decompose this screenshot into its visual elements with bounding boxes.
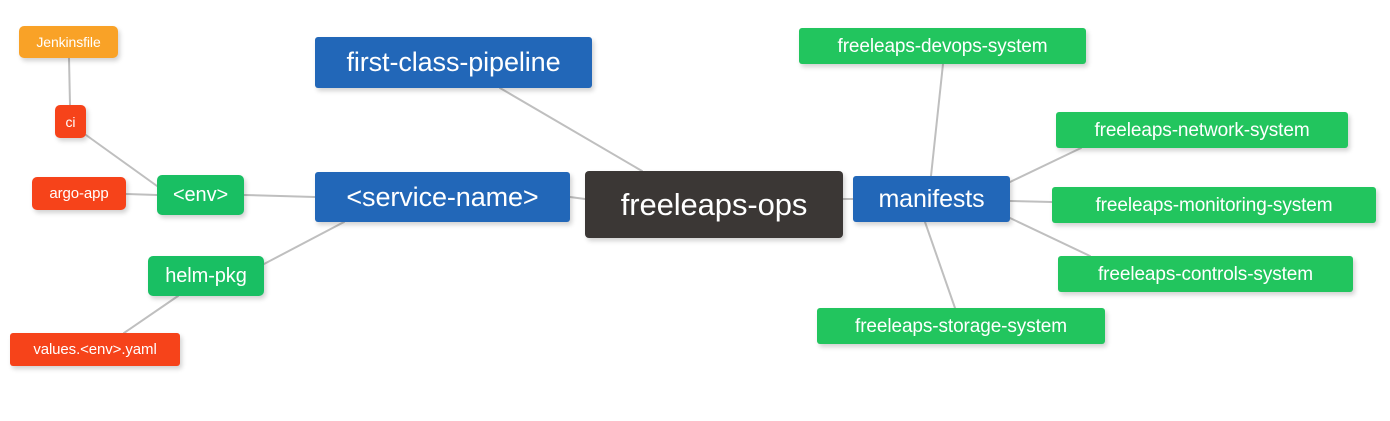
edge-argo-app-to-env (125, 193, 158, 196)
node-label: manifests (878, 184, 985, 213)
edge-manifests-to-freeleaps-devops-system (930, 63, 944, 177)
edge-manifests-to-freeleaps-monitoring-system (1009, 200, 1053, 203)
node-label: first-class-pipeline (346, 47, 561, 77)
node-label: ci (65, 113, 76, 130)
node-label: freeleaps-controls-system (1097, 263, 1314, 285)
mindmap-node-helm-pkg[interactable]: helm-pkg (148, 256, 264, 296)
node-label: freeleaps-monitoring-system (1095, 194, 1333, 216)
node-label: Jenkinsfile (36, 34, 101, 50)
mindmap-node-freeleaps-monitoring-system[interactable]: freeleaps-monitoring-system (1052, 187, 1376, 223)
node-label: argo-app (49, 185, 109, 202)
node-label: <service-name> (346, 181, 539, 212)
mindmap-node-manifests[interactable]: manifests (853, 176, 1010, 222)
edge-service-name-to-freeleaps-ops (569, 196, 586, 200)
mindmap-node-jenkinsfile[interactable]: Jenkinsfile (19, 26, 118, 58)
node-label: freeleaps-network-system (1094, 119, 1310, 141)
edge-manifests-to-freeleaps-network-system (1009, 147, 1082, 183)
mindmap-node-first-class-pipeline[interactable]: first-class-pipeline (315, 37, 592, 88)
node-label: values.<env>.yaml (33, 341, 157, 358)
mindmap-node-freeleaps-network-system[interactable]: freeleaps-network-system (1056, 112, 1348, 148)
mindmap-node-argo-app[interactable]: argo-app (32, 177, 126, 210)
node-label: freeleaps-ops (620, 187, 808, 222)
mindmap-node-service-name[interactable]: <service-name> (315, 172, 570, 222)
mindmap-node-env[interactable]: <env> (157, 175, 244, 215)
mindmap-node-freeleaps-devops-system[interactable]: freeleaps-devops-system (799, 28, 1086, 64)
mindmap-node-values-yaml[interactable]: values.<env>.yaml (10, 333, 180, 366)
edge-helm-pkg-to-service-name (263, 221, 345, 265)
edge-first-class-pipeline-to-freeleaps-ops (499, 87, 643, 172)
edge-values-yaml-to-helm-pkg (123, 295, 179, 334)
mindmap-node-freeleaps-ops[interactable]: freeleaps-ops (585, 171, 843, 238)
edge-manifests-to-freeleaps-storage-system (924, 221, 956, 309)
mindmap-node-freeleaps-storage-system[interactable]: freeleaps-storage-system (817, 308, 1105, 344)
mindmap-node-freeleaps-controls-system[interactable]: freeleaps-controls-system (1058, 256, 1353, 292)
node-label: helm-pkg (165, 265, 247, 287)
node-label: freeleaps-storage-system (855, 315, 1067, 337)
node-label: freeleaps-devops-system (837, 35, 1048, 57)
node-label: <env> (172, 184, 229, 206)
mindmap-node-ci[interactable]: ci (55, 105, 86, 138)
edge-manifests-to-freeleaps-controls-system (1009, 217, 1091, 257)
edge-jenkinsfile-to-ci (68, 57, 71, 106)
edge-env-to-service-name (243, 194, 316, 198)
